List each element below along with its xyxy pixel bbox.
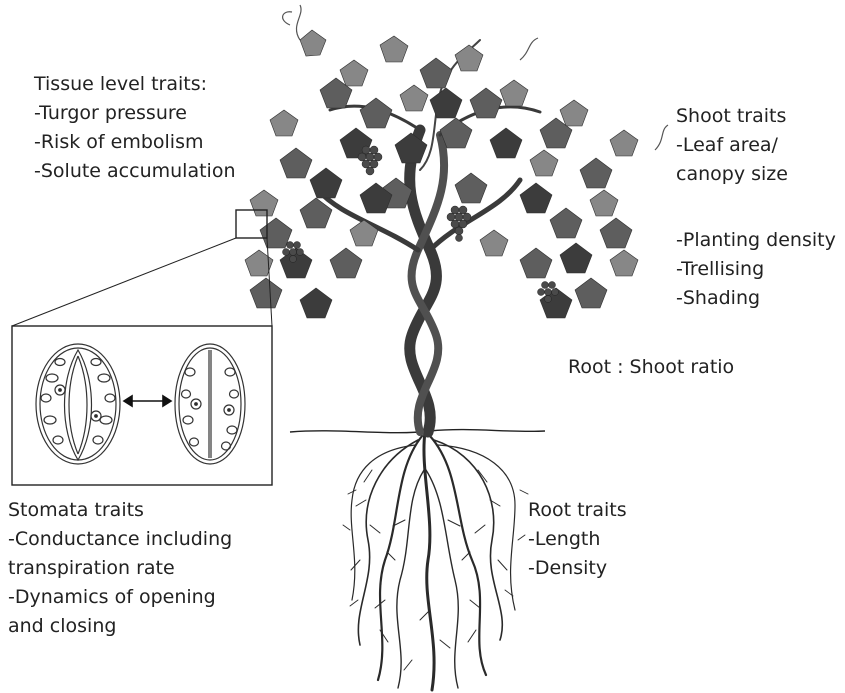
stomata-closed-icon <box>175 344 245 464</box>
root-shoot-ratio-text: Root : Shoot ratio <box>568 353 734 382</box>
root-trait-item: -Density <box>528 554 627 583</box>
management-label: -Planting density -Trellising -Shading <box>676 226 836 313</box>
root-system-icon <box>343 432 528 690</box>
stomata-trait-item: -Dynamics of opening <box>8 583 232 612</box>
tissue-trait-item: -Risk of embolism <box>34 128 236 157</box>
shoot-trait-item: canopy size <box>676 160 788 189</box>
zoom-line-top <box>12 238 236 326</box>
tissue-traits-title: Tissue level traits: <box>34 70 236 99</box>
stomata-traits-label: Stomata traits -Conductance including tr… <box>8 496 232 641</box>
tendrils <box>283 5 668 150</box>
stomata-trait-item: -Conductance including <box>8 525 232 554</box>
root-traits-label: Root traits -Length -Density <box>528 496 627 583</box>
root-shoot-ratio-label: Root : Shoot ratio <box>568 353 734 382</box>
shoot-traits-title: Shoot traits <box>676 102 788 131</box>
shoot-traits-label: Shoot traits -Leaf area/ canopy size <box>676 102 788 189</box>
stomata-trait-item: transpiration rate <box>8 554 232 583</box>
tissue-trait-item: -Solute accumulation <box>34 157 236 186</box>
shoot-trait-item: -Leaf area/ <box>676 131 788 160</box>
tissue-traits-label: Tissue level traits: -Turgor pressure -R… <box>34 70 236 186</box>
root-traits-title: Root traits <box>528 496 627 525</box>
management-item: -Planting density <box>676 226 836 255</box>
management-item: -Shading <box>676 284 836 313</box>
root-trait-item: -Length <box>528 525 627 554</box>
management-item: -Trellising <box>676 255 836 284</box>
tissue-trait-item: -Turgor pressure <box>34 99 236 128</box>
stomata-traits-title: Stomata traits <box>8 496 232 525</box>
stomata-trait-item: and closing <box>8 612 232 641</box>
stomata-open-icon <box>36 344 120 464</box>
